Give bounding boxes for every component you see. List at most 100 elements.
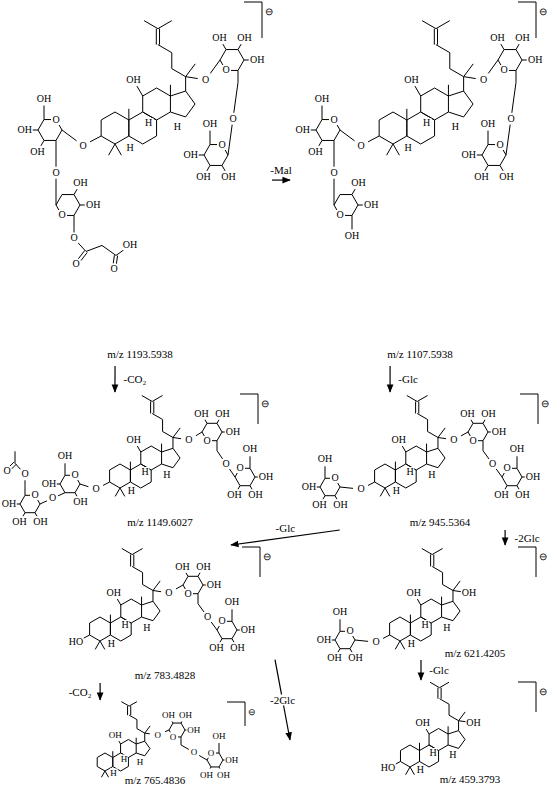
- bond-line: [20, 495, 25, 504]
- bond-line: [417, 413, 427, 419]
- fragmentation-arrow: [99, 683, 100, 700]
- mz-label: m/z 1149.6027: [126, 517, 194, 528]
- bond-line: [131, 617, 141, 623]
- charge-symbol: ⊖: [247, 708, 257, 717]
- bond-line: [211, 766, 219, 767]
- bond-line: [143, 88, 157, 96]
- bond-line: [120, 488, 125, 496]
- bond-line: [516, 60, 522, 70]
- atom-label: OH: [258, 472, 274, 482]
- bond-line: [448, 112, 463, 117]
- bond-line: [245, 468, 250, 469]
- atom-label: OH: [414, 718, 430, 728]
- bond-line: [172, 69, 186, 77]
- bond-line: [419, 751, 420, 762]
- bond-line: [224, 149, 228, 155]
- bond-line: [406, 446, 416, 452]
- bond-line: [141, 482, 151, 488]
- fragmentation-arrow: [505, 530, 506, 545]
- atom-label: H: [451, 122, 460, 132]
- loss-label: -2Glc: [514, 532, 541, 543]
- bond-line: [459, 731, 465, 740]
- structure-node: m/z 621.4205⊖OHHHHOOHOOHOHOHOH: [290, 545, 552, 660]
- atom-label: O: [235, 463, 244, 473]
- bond-line: [112, 751, 113, 757]
- bond-line: [439, 729, 449, 735]
- atom-label: H: [392, 486, 401, 496]
- bond-line: [119, 741, 121, 744]
- bond-line: [121, 767, 129, 772]
- bond-line: [352, 189, 355, 194]
- bond-line: [20, 504, 25, 513]
- bond-line: [421, 635, 431, 641]
- atom-label: HO: [68, 637, 84, 647]
- bond-line: [112, 758, 113, 767]
- bond-line: [316, 130, 322, 140]
- bond-line: [121, 740, 129, 745]
- bond-line: [142, 572, 143, 584]
- bond-line: [142, 617, 153, 621]
- atom-label: H: [120, 755, 129, 764]
- bond-line: [516, 44, 519, 49]
- bond-line: [429, 762, 439, 768]
- fragmentation-arrow: [272, 179, 290, 180]
- bond-line: [395, 470, 396, 482]
- bond-line: [429, 734, 430, 745]
- bond-line: [158, 45, 172, 53]
- fragmentation-arrow: [114, 366, 115, 392]
- bond-line: [517, 468, 522, 477]
- bond-line: [323, 496, 325, 500]
- atom-label: O: [202, 436, 211, 446]
- bond-line: [121, 599, 131, 605]
- bond-line: [464, 104, 473, 117]
- bond-line: [427, 448, 438, 452]
- bond-line: [35, 504, 40, 513]
- bond-line: [162, 448, 173, 452]
- atom-label: OH: [85, 200, 101, 210]
- bond-line: [450, 69, 464, 77]
- bond-line: [101, 112, 115, 120]
- bond-line: [368, 482, 375, 485]
- atom-label: O: [371, 637, 380, 647]
- bond-line: [238, 60, 244, 70]
- bond-line: [217, 432, 222, 441]
- bond-line: [340, 648, 350, 649]
- bond-line: [137, 86, 143, 96]
- atom-label: OH: [199, 770, 214, 779]
- loss-label: -2Glc: [269, 694, 296, 705]
- bond-line: [136, 738, 137, 744]
- bond-line: [439, 745, 449, 751]
- bond-line: [427, 419, 428, 431]
- atom-label: OH: [509, 444, 525, 454]
- bond-line: [157, 112, 171, 120]
- bond-line: [443, 584, 453, 590]
- bond-line: [440, 682, 450, 688]
- atom-label: H: [136, 757, 145, 766]
- bond-line: [421, 88, 435, 96]
- bond-line: [186, 91, 195, 104]
- bond-line: [517, 486, 519, 490]
- atom-label: H: [416, 765, 425, 775]
- bond-line: [426, 729, 429, 734]
- bond-line: [463, 77, 464, 91]
- structure-node: m/z 1107.5938⊖OHHHHOOOOHOHOHOOOHOHOHOOHO…: [290, 0, 552, 366]
- bond-line: [141, 446, 151, 452]
- atom-label: OH: [225, 427, 241, 437]
- bond-line: [416, 446, 426, 452]
- bond-line: [198, 585, 203, 594]
- bond-line: [407, 395, 417, 401]
- bond-line: [500, 155, 506, 165]
- structure-drawing: [290, 0, 552, 366]
- loss-label: -CO₂: [123, 374, 148, 385]
- bond-line: [488, 165, 500, 166]
- bond-line: [383, 635, 390, 638]
- bond-line: [141, 605, 142, 617]
- bond-line: [90, 617, 100, 623]
- atom-label: OH: [202, 119, 218, 129]
- bond-line: [12, 464, 16, 468]
- structure-drawing: [55, 545, 275, 683]
- bond-line: [211, 622, 217, 630]
- bond-line: [181, 723, 185, 730]
- atom-label: O: [502, 463, 511, 473]
- atom-label: O: [207, 749, 216, 758]
